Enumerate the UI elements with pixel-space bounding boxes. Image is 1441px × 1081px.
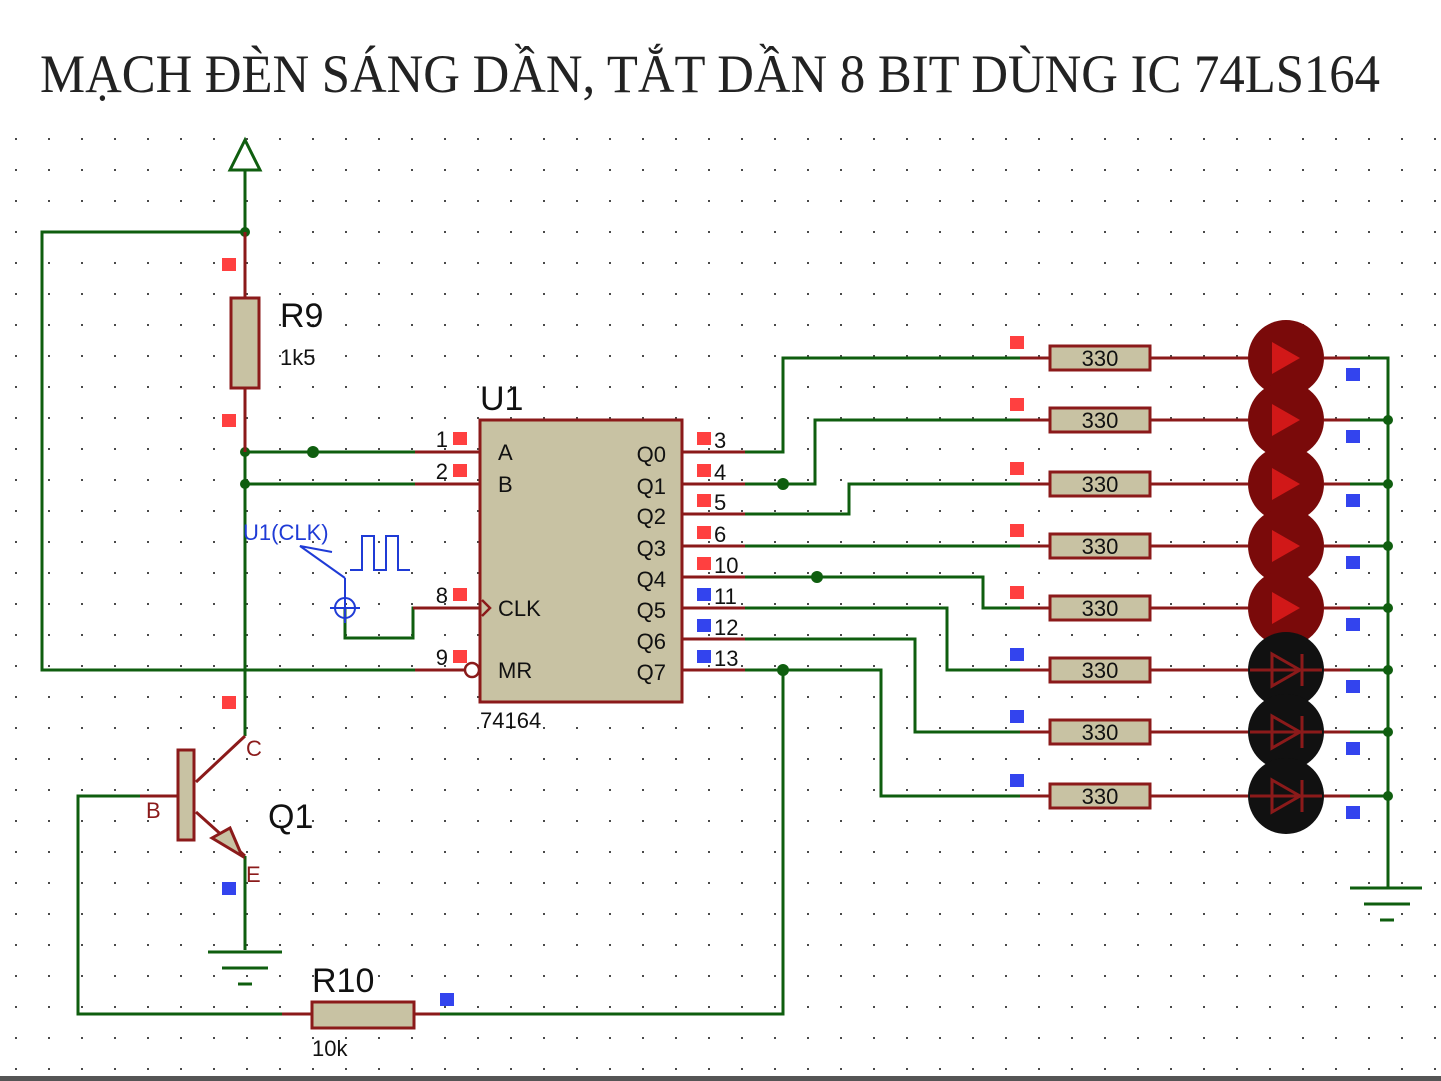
junction-dot <box>1383 727 1393 737</box>
junction-dot <box>1383 479 1393 489</box>
probe-high <box>222 696 236 709</box>
ic-pin-number: 1 <box>436 427 448 452</box>
junction-dot <box>1383 791 1393 801</box>
page-title: MẠCH ĐÈN SÁNG DẦN, TẮT DẦN 8 BIT DÙNG IC… <box>40 43 1380 104</box>
ic-pin-number: 10 <box>714 553 738 578</box>
r10-value: 10k <box>312 1036 348 1061</box>
probe-high <box>1010 398 1024 411</box>
probe-low <box>1346 742 1360 755</box>
ic-pin-number: 9 <box>436 645 448 670</box>
r9-ref: R9 <box>280 297 323 335</box>
ic-pin-number: 3 <box>714 428 726 453</box>
junction-dot <box>240 479 250 489</box>
probe-low <box>1010 774 1024 787</box>
junction-dot <box>811 571 823 583</box>
ic-pin-name: MR <box>498 658 532 683</box>
probe-high <box>453 588 467 601</box>
transistor-ref: Q1 <box>268 798 313 836</box>
r9-value: 1k5 <box>280 345 315 370</box>
probe-high <box>453 650 467 663</box>
led-resistor-value: 330 <box>1082 596 1119 621</box>
probe-high <box>697 494 711 507</box>
ic-pin-name: B <box>498 472 513 497</box>
probe-high <box>1010 336 1024 349</box>
ic-pin-number: 5 <box>714 490 726 515</box>
ic-pin-name: Q5 <box>637 598 666 623</box>
ic-pin-number: 11 <box>714 584 737 609</box>
probe-high <box>697 464 711 477</box>
probe-high <box>222 414 236 427</box>
window-bottom-edge <box>0 1076 1441 1081</box>
ic-pin-number: 8 <box>436 583 448 608</box>
probe-high <box>1010 524 1024 537</box>
led-resistor-value: 330 <box>1082 408 1119 433</box>
ic-pin-name: Q7 <box>637 660 666 685</box>
probe-low <box>697 619 711 632</box>
probe-high <box>1010 586 1024 599</box>
ic-pin-name: CLK <box>498 596 541 621</box>
probe-low <box>440 993 454 1006</box>
probe-low <box>1346 556 1360 569</box>
ic-pin-number: 13 <box>714 646 738 671</box>
probe-low <box>1010 710 1024 723</box>
probe-high <box>453 432 467 445</box>
probe-low <box>1346 618 1360 631</box>
ic-pin-name: Q0 <box>637 442 666 467</box>
junction-dot <box>307 446 319 458</box>
ic-part: 74164 <box>480 708 541 733</box>
led-resistor-value: 330 <box>1082 346 1119 371</box>
probe-high <box>453 464 467 477</box>
probe-low <box>1346 680 1360 693</box>
ic-pin-name: Q1 <box>637 474 666 499</box>
clock-label: U1(CLK) <box>243 520 329 545</box>
probe-low <box>697 588 711 601</box>
r10-ref: R10 <box>312 962 374 1000</box>
ic-ref: U1 <box>480 380 523 418</box>
junction-dot <box>777 478 789 490</box>
led-resistor-value: 330 <box>1082 472 1119 497</box>
junction-dot <box>1383 541 1393 551</box>
junction-dot <box>1383 665 1393 675</box>
probe-high <box>697 557 711 570</box>
transistor-pin-e: E <box>246 862 261 887</box>
led-resistor-value: 330 <box>1082 784 1119 809</box>
probe-low <box>1346 806 1360 819</box>
transistor-pin-b: B <box>146 798 161 823</box>
led-resistor-value: 330 <box>1082 658 1119 683</box>
ic-pin-name: Q4 <box>637 567 666 592</box>
probe-low <box>697 650 711 663</box>
probe-high <box>697 526 711 539</box>
led-resistor-value: 330 <box>1082 534 1119 559</box>
ic-pin-name: A <box>498 440 513 465</box>
probe-low <box>1346 494 1360 507</box>
junction-dot <box>777 664 789 676</box>
probe-low <box>1010 648 1024 661</box>
probe-high <box>697 432 711 445</box>
ic-pin-number: 6 <box>714 522 726 547</box>
ic-pin-name: Q6 <box>637 629 666 654</box>
ic-pin-name: Q3 <box>637 536 666 561</box>
probe-high <box>1010 462 1024 475</box>
ic-pin-number: 2 <box>436 459 448 484</box>
transistor-pin-c: C <box>246 736 262 761</box>
probe-low <box>222 882 236 895</box>
ic-pin-name: Q2 <box>637 504 666 529</box>
probe-low <box>1346 368 1360 381</box>
probe-high <box>222 258 236 271</box>
ic-pin-number: 4 <box>714 460 726 485</box>
junction-dot <box>1383 603 1393 613</box>
probe-low <box>1346 430 1360 443</box>
led-resistor-value: 330 <box>1082 720 1119 745</box>
junction-dot <box>1383 415 1393 425</box>
ic-pin-number: 12 <box>714 615 738 640</box>
